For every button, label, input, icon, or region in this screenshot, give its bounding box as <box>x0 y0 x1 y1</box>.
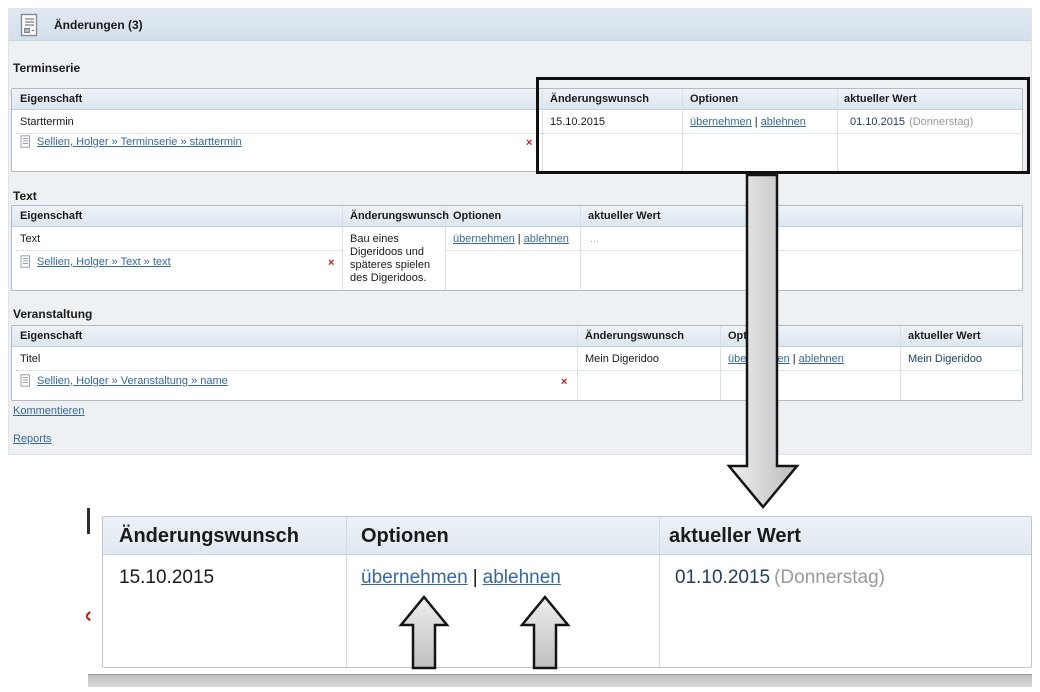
source-breadcrumb-link[interactable]: Sellien, Holger » Veranstaltung » name <box>37 374 228 387</box>
options-cell: übernehmen|ablehnen <box>690 116 806 128</box>
callout-border-fragment <box>87 508 90 534</box>
row-divider <box>16 133 1020 134</box>
current-value-note: (Donnerstag) <box>774 567 885 588</box>
options-cell: übernehmen|ablehnen <box>361 567 561 589</box>
col-header-aktueller-wert: aktueller Wert <box>669 525 801 547</box>
col-header-optionen: Optionen <box>690 93 739 105</box>
row-divider <box>16 370 1020 371</box>
current-value-cell: Mein Digeridoo <box>908 353 982 365</box>
change-request-value: Mein Digeridoo <box>585 353 659 365</box>
source-breadcrumb-link[interactable]: Sellien, Holger » Terminserie » startter… <box>37 135 242 148</box>
reports-link[interactable]: Reports <box>13 433 52 445</box>
partial-delete-x-icon: × <box>86 606 92 629</box>
property-name: Text <box>20 233 41 245</box>
reject-link[interactable]: ablehnen <box>760 116 806 128</box>
current-value: 01.10.2015 <box>675 567 771 588</box>
options-separator: | <box>754 116 758 128</box>
options-separator: | <box>517 233 521 245</box>
column-divider <box>577 326 578 400</box>
col-header-aktueller-wert: aktueller Wert <box>908 330 981 342</box>
panel-title: Änderungen (3) <box>54 17 143 32</box>
source-link-row: Sellien, Holger » Veranstaltung » name <box>20 374 228 387</box>
col-header-optionen: Optionen <box>453 210 502 222</box>
column-divider <box>900 326 901 400</box>
changes-list-icon <box>20 13 38 36</box>
current-value-cell: ... <box>590 233 599 245</box>
delete-x-icon[interactable]: × <box>526 137 533 149</box>
reject-link[interactable]: ablehnen <box>798 353 844 365</box>
column-divider <box>580 206 581 290</box>
text-table: Eigenschaft Änderungswunsch Optionen akt… <box>11 205 1023 291</box>
options-cell: übernehmen|ablehnen <box>453 233 569 245</box>
col-header-aenderungswunsch: Änderungswunsch <box>350 210 450 222</box>
zoom-callout: × Änderungswunsch Optionen aktueller Wer… <box>86 506 1036 692</box>
section-title-terminserie: Terminserie <box>13 61 81 75</box>
table-header-row <box>12 206 1022 227</box>
document-icon <box>20 135 30 148</box>
column-divider <box>682 89 683 171</box>
change-request-value: 15.10.2015 <box>119 567 215 588</box>
source-link-row: Sellien, Holger » Terminserie » startter… <box>20 135 242 148</box>
callout-header-row <box>103 517 1031 555</box>
pointer-up-arrows <box>398 595 571 670</box>
options-separator: | <box>792 353 796 365</box>
reject-link[interactable]: ablehnen <box>482 567 561 588</box>
column-divider <box>445 206 446 290</box>
col-header-aenderungswunsch: Änderungswunsch <box>119 525 300 547</box>
source-link-row: Sellien, Holger » Text » text <box>20 255 171 268</box>
kommentieren-link[interactable]: Kommentieren <box>13 405 85 417</box>
terminserie-table: Eigenschaft Änderungswunsch Optionen akt… <box>11 88 1023 172</box>
zoom-down-arrow <box>726 174 800 509</box>
accept-link[interactable]: übernehmen <box>361 567 468 588</box>
column-divider <box>346 517 347 667</box>
callout-table: Änderungswunsch Optionen aktueller Wert … <box>102 516 1032 668</box>
column-divider <box>659 517 660 667</box>
current-value-note: (Donnerstag) <box>909 116 974 128</box>
section-title-veranstaltung: Veranstaltung <box>13 307 93 321</box>
col-header-aenderungswunsch: Änderungswunsch <box>585 330 685 342</box>
document-icon <box>20 374 30 387</box>
col-header-optionen: Optionen <box>361 525 449 547</box>
veranstaltung-table: Eigenschaft Änderungswunsch Optionen akt… <box>11 325 1023 401</box>
delete-x-icon[interactable]: × <box>328 257 335 269</box>
col-header-aktueller-wert: aktueller Wert <box>588 210 661 222</box>
current-value: Mein Digeridoo <box>908 353 982 365</box>
document-icon <box>20 255 30 268</box>
column-divider <box>720 326 721 400</box>
property-name: Starttermin <box>20 116 74 128</box>
options-separator: | <box>472 567 478 588</box>
col-header-eigenschaft: Eigenschaft <box>20 210 83 222</box>
change-request-value: 15.10.2015 <box>550 116 606 128</box>
row-divider <box>445 250 1020 251</box>
table-header-row <box>12 326 1022 347</box>
panel-header: Änderungen (3) <box>9 9 1031 41</box>
delete-x-icon[interactable]: × <box>561 376 568 388</box>
change-request-value: Bau eines Digeridoos und späteres spiele… <box>350 233 431 284</box>
col-header-aktueller-wert: aktueller Wert <box>844 93 917 105</box>
current-value-cell: 01.10.2015(Donnerstag) <box>850 116 973 128</box>
column-divider <box>342 206 343 290</box>
col-header-eigenschaft: Eigenschaft <box>20 93 83 105</box>
accept-link[interactable]: übernehmen <box>453 233 515 245</box>
accept-link[interactable]: übernehmen <box>690 116 752 128</box>
property-name: Titel <box>20 353 41 365</box>
uebernehmen-arrow <box>398 595 450 670</box>
col-header-eigenschaft: Eigenschaft <box>20 330 83 342</box>
ablehnen-arrow <box>519 595 571 670</box>
callout-shadow-bar <box>88 674 1032 687</box>
col-header-aenderungswunsch: Änderungswunsch <box>550 93 650 105</box>
reject-link[interactable]: ablehnen <box>523 233 569 245</box>
source-breadcrumb-link[interactable]: Sellien, Holger » Text » text <box>37 255 171 268</box>
current-value: 01.10.2015 <box>850 116 906 128</box>
changes-panel: Änderungen (3) Terminserie Eigenschaft Ä… <box>8 8 1032 455</box>
column-divider <box>542 89 543 171</box>
column-divider <box>837 89 838 171</box>
section-title-text: Text <box>13 189 37 203</box>
current-value: ... <box>590 233 600 245</box>
current-value-cell: 01.10.2015(Donnerstag) <box>675 567 885 589</box>
table-header-row <box>12 89 1022 110</box>
row-divider <box>16 250 342 251</box>
